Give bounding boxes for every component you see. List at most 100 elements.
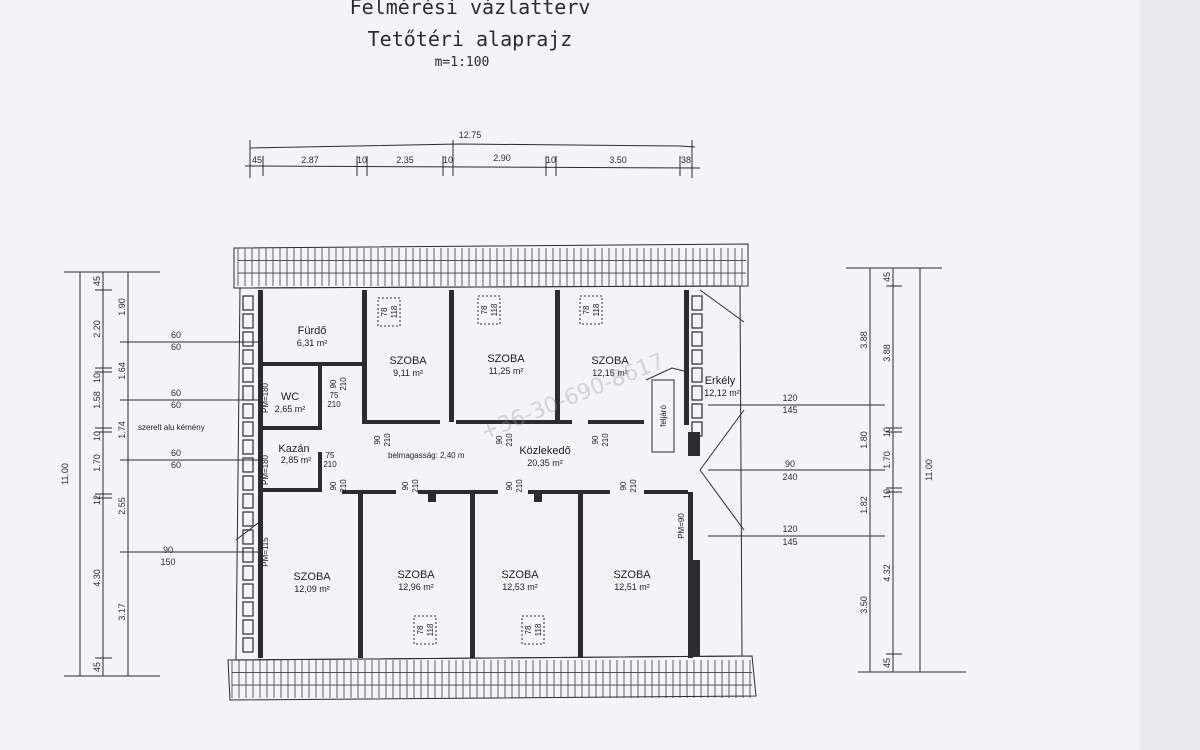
rw3-b: 118 xyxy=(592,303,601,316)
win-left-2-a: 60 xyxy=(171,388,181,398)
rw4-a: 78 xyxy=(416,625,425,634)
room-7-name: Kazán xyxy=(278,443,309,455)
right-b-5: 10 xyxy=(882,489,892,499)
win-right-3-a: 120 xyxy=(782,524,797,534)
right-total-dim: 11.00 xyxy=(924,459,934,481)
wall-block xyxy=(242,385,254,401)
right-dimensions: 3.88 1.80 1.82 3.50 45 3.88 10 1.70 10 4… xyxy=(708,267,966,673)
room-1-area: 6,31 m² xyxy=(297,338,328,348)
rw2-a: 78 xyxy=(480,305,489,314)
outer-walls xyxy=(235,285,745,661)
right-b-3: 10 xyxy=(882,427,892,437)
pm90-label: PM=90 xyxy=(677,513,686,539)
room-labels: Fürdő 6,31 m² SZOBA 9,11 m² SZOBA 11,25 … xyxy=(275,325,740,594)
door-7-b: 210 xyxy=(339,479,348,493)
top-seg-9: 38 xyxy=(681,155,691,165)
wall-block xyxy=(691,331,703,347)
win-left-3-a: 60 xyxy=(171,448,181,458)
wall-block xyxy=(242,367,254,383)
top-dimensions: 12.75 45 2.87 10 2.35 10 2.90 10 3.50 38 xyxy=(244,130,701,178)
wall-block xyxy=(242,403,254,419)
rw5-a: 78 xyxy=(524,625,533,634)
room-9-name: SZOBA xyxy=(293,571,331,583)
left-b-3: 1.74 xyxy=(117,421,127,439)
door-1-a: 90 xyxy=(329,379,338,388)
left-b-5: 3.17 xyxy=(117,603,127,621)
wall-block xyxy=(242,295,254,311)
left-b-4: 2.55 xyxy=(117,497,127,515)
room-1-name: Fürdő xyxy=(298,325,327,337)
interior-walls xyxy=(258,290,700,658)
room-3-name: SZOBA xyxy=(487,353,525,365)
room-8-name: Közlekedő xyxy=(519,445,570,457)
wall-block xyxy=(242,331,254,347)
room-8-area: 20,35 m² xyxy=(527,458,563,468)
chimney-label: szerelt alu kémény xyxy=(138,423,205,432)
win-left-3-b: 60 xyxy=(171,460,181,470)
left-a-4: 1.58 xyxy=(92,391,102,409)
right-b-6: 4.32 xyxy=(882,564,892,582)
wall-block xyxy=(242,493,254,509)
roof-eaves-top xyxy=(233,243,749,289)
top-seg-5: 10 xyxy=(443,155,453,165)
door-5-a: 90 xyxy=(591,435,600,444)
wall-block xyxy=(242,583,254,599)
win-left-1-a: 60 xyxy=(171,330,181,340)
room-6-name: WC xyxy=(281,391,299,403)
door-8-b: 210 xyxy=(411,479,420,493)
room-5-name: Erkély xyxy=(705,375,736,387)
door-2-a: 75 xyxy=(330,391,339,400)
wall-block xyxy=(242,349,254,365)
paper-edge xyxy=(1140,0,1200,750)
wall-block xyxy=(242,601,254,617)
roof-windows: 78 118 78 118 78 118 78 118 78 118 xyxy=(377,295,603,645)
left-a-7: 12 xyxy=(92,495,102,505)
wall-block xyxy=(691,349,703,365)
wall-block xyxy=(242,529,254,545)
pm115-label: PM=115 xyxy=(261,537,270,567)
wall-block xyxy=(242,565,254,581)
wall-block xyxy=(691,367,703,383)
right-a-2: 1.80 xyxy=(859,431,869,449)
room-12-name: SZOBA xyxy=(613,569,651,581)
left-total-dim: 11.00 xyxy=(60,463,70,485)
right-b-7: 45 xyxy=(882,658,892,668)
left-b-2: 1.64 xyxy=(117,362,127,380)
top-seg-1: 45 xyxy=(252,155,262,165)
door-4-a: 90 xyxy=(495,435,504,444)
stairs-label: feljáró xyxy=(659,405,668,427)
title-line-2: Tetőtéri alaprajz xyxy=(368,27,573,51)
top-seg-3: 10 xyxy=(357,155,367,165)
room-2-area: 9,11 m² xyxy=(393,368,423,378)
scale-label: m=1:100 xyxy=(435,55,490,70)
left-a-8: 4.30 xyxy=(92,569,102,587)
win-right-3-b: 145 xyxy=(782,537,797,547)
rw3-a: 78 xyxy=(582,305,591,314)
door-10-b: 210 xyxy=(629,479,638,493)
door-4-b: 210 xyxy=(505,433,514,447)
left-a-3: 10 xyxy=(92,373,102,383)
wall-block xyxy=(242,475,254,491)
right-b-1: 45 xyxy=(882,272,892,282)
top-total-dim: 12.75 xyxy=(459,130,482,140)
room-6-area: 2,65 m² xyxy=(275,404,306,414)
rw5-b: 118 xyxy=(534,623,543,636)
left-a-6: 1.70 xyxy=(92,454,102,472)
wall-block xyxy=(691,313,703,329)
rw4-b: 118 xyxy=(426,623,435,636)
rw1-b: 118 xyxy=(390,305,399,318)
win-left-2-b: 60 xyxy=(171,400,181,410)
wall-block xyxy=(242,313,254,329)
win-left-4-b: 150 xyxy=(160,557,175,567)
top-seg-4: 2.35 xyxy=(396,155,414,165)
room-10-name: SZOBA xyxy=(397,569,435,581)
left-a-2: 2.20 xyxy=(92,320,102,338)
wall-block xyxy=(242,439,254,455)
room-10-area: 12,96 m² xyxy=(398,582,434,592)
left-b-1: 1.90 xyxy=(117,298,127,316)
room-5-area: 12,12 m² xyxy=(704,388,740,398)
door-7-a: 90 xyxy=(329,481,338,490)
right-b-4: 1.70 xyxy=(882,451,892,469)
wall-block xyxy=(242,511,254,527)
room-11-area: 12,53 m² xyxy=(502,582,538,592)
